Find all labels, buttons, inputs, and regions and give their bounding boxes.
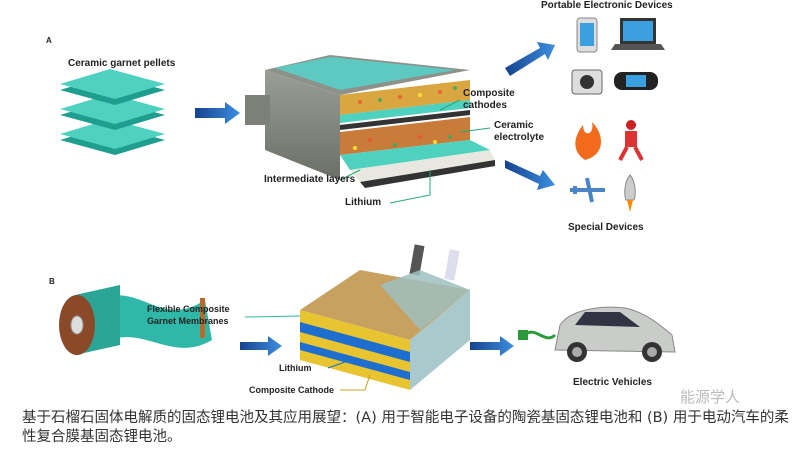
firefighter-icon — [618, 120, 644, 161]
electric-car-icon — [554, 306, 676, 362]
camera-icon — [571, 69, 603, 95]
figure-caption: 基于石榴石固体电解质的固态锂电池及其应用展望：(A) 用于智能电子设备的陶瓷基固… — [22, 410, 789, 445]
ceramic-battery-illustration — [245, 55, 495, 188]
airplane-icon — [570, 177, 605, 203]
arrow-icon — [470, 336, 514, 356]
arrow-icon — [195, 102, 240, 124]
lithium-label-a: Lithium — [345, 197, 382, 208]
pellets-label: Ceramic garnet pellets — [68, 58, 176, 69]
rocket-icon — [624, 174, 636, 212]
ceramic-pellets — [60, 69, 165, 155]
membrane-roll — [59, 285, 212, 355]
electric-vehicles-label: Electric Vehicles — [573, 377, 652, 388]
intermediate-layers-label: Intermediate layers — [264, 174, 356, 185]
watermark: 能源学人 — [680, 388, 741, 406]
special-devices-label: Special Devices — [568, 222, 644, 233]
game-console-icon — [614, 72, 658, 90]
panel-b-label: B — [49, 277, 55, 286]
arrow-icon — [505, 42, 555, 76]
charging-plug-icon — [518, 330, 557, 340]
ceramic-electrolyte-label: Ceramic electrolyte — [494, 120, 545, 143]
arrow-icon — [505, 160, 555, 190]
fire-icon — [575, 122, 602, 160]
phone-icon — [576, 17, 598, 53]
laptop-icon — [611, 18, 665, 50]
arrow-icon — [240, 336, 282, 356]
lithium-label-b: Lithium — [279, 363, 312, 373]
composite-cathode-label: Composite Cathode — [249, 385, 335, 395]
portable-devices-label: Portable Electronic Devices — [541, 0, 673, 11]
panel-a-label: A — [46, 36, 52, 45]
composite-cathodes-label: Composite cathodes — [463, 88, 515, 111]
membranes-label: Flexible Composite Garnet Membranes — [147, 304, 230, 326]
pouch-battery-illustration — [300, 244, 470, 390]
